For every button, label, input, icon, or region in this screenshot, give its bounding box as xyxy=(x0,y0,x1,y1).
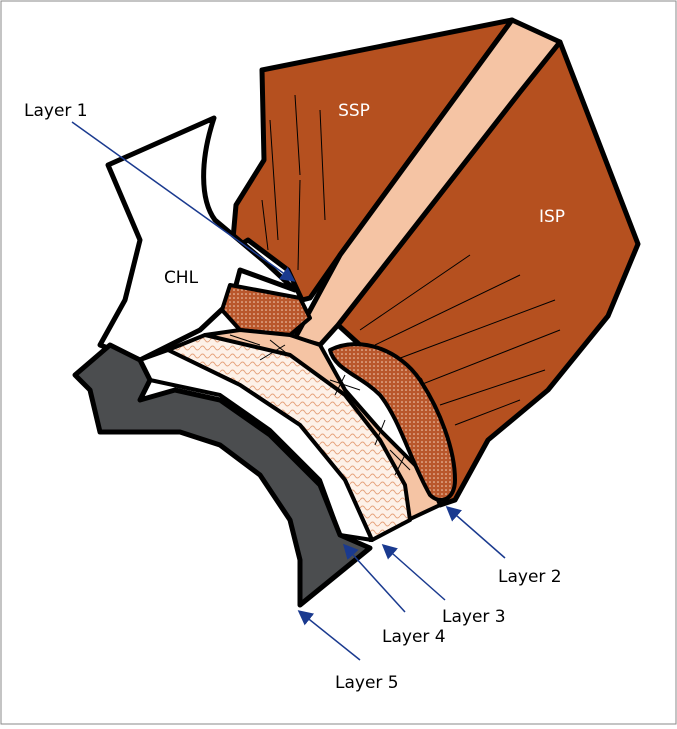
crisscross-lines xyxy=(229,334,411,476)
label-layer1: Layer 1 xyxy=(24,101,88,121)
label-layer3: Layer 3 xyxy=(442,607,506,627)
label-isp: ISP xyxy=(539,207,565,227)
label-layer5: Layer 5 xyxy=(335,673,399,693)
chl-region xyxy=(97,115,298,363)
arrow-layer4 xyxy=(342,543,406,613)
right-dotted-pad xyxy=(328,342,457,502)
label-layer4: Layer 4 xyxy=(382,627,446,647)
muscle-fibres xyxy=(261,94,561,426)
arrow-layer5 xyxy=(297,610,361,661)
white-capsule-layer xyxy=(138,348,374,542)
central-tendon xyxy=(292,17,563,348)
dark-layer xyxy=(72,342,373,608)
label-ssp: SSP xyxy=(338,101,370,121)
label-layer2: Layer 2 xyxy=(498,567,562,587)
arrow-layer3 xyxy=(381,544,446,601)
label-chl: CHL xyxy=(164,268,199,288)
label-arrows xyxy=(71,121,506,661)
arrow-layer2 xyxy=(445,506,506,559)
arrow-layer1 xyxy=(71,121,296,282)
